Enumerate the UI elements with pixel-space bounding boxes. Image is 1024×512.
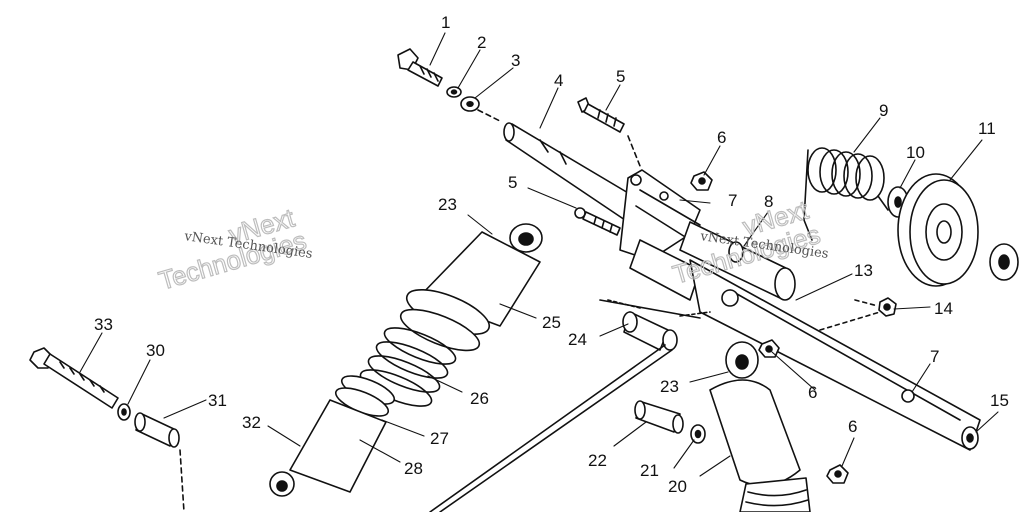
label-part-32: 32 (242, 413, 261, 432)
bearing-partial (989, 243, 1019, 281)
label-part-23-upper: 23 (438, 195, 457, 214)
label-part-8: 8 (764, 192, 773, 211)
label-part-4: 4 (554, 71, 563, 90)
part-8-pivot-tube (629, 221, 796, 301)
label-part-26: 26 (470, 389, 489, 408)
label-part-31: 31 (208, 391, 227, 410)
part-33-long-bolt (29, 347, 119, 409)
label-part-1: 1 (441, 13, 450, 32)
part-21-washer (690, 424, 706, 444)
part-13-swing-arm (689, 259, 981, 451)
label-part-21: 21 (640, 461, 659, 480)
part-6-nut-middle (758, 339, 780, 358)
label-part-20: 20 (668, 477, 687, 496)
part-14-nut (878, 297, 897, 317)
part-2-washer (446, 86, 462, 98)
part-6-nut-upper (690, 171, 713, 191)
part-5-bolt-upper (577, 97, 625, 133)
part-31-spacer (134, 412, 180, 448)
part-24-bushing (622, 311, 678, 351)
label-part-22: 22 (588, 451, 607, 470)
label-part-23-lower: 23 (660, 377, 679, 396)
label-part-6-upper: 6 (717, 128, 726, 147)
label-part-7-lower: 7 (930, 347, 939, 366)
label-part-27: 27 (430, 429, 449, 448)
part-4-shaft (503, 122, 641, 223)
part-1-bolt (397, 48, 443, 87)
part-3-washer (460, 96, 480, 112)
label-part-14: 14 (934, 299, 953, 318)
label-part-6-lower: 6 (848, 417, 857, 436)
leader-lines (79, 32, 999, 477)
arm-bracket-assembly (619, 169, 701, 261)
label-part-5-lower: 5 (508, 173, 517, 192)
connecting-rod (429, 344, 673, 512)
watermark-left: vNext Technologies vNext Technologies (155, 202, 314, 297)
part-11-idler-wheel (897, 173, 979, 287)
label-part-13: 13 (854, 261, 873, 280)
part-6-nut-lower (826, 464, 849, 484)
label-part-15: 15 (990, 391, 1009, 410)
label-part-30: 30 (146, 341, 165, 360)
part-15-end-cap (961, 426, 979, 450)
part-20-lower-shock (709, 341, 811, 512)
part-number-labels: 1 2 3 4 5 5 6 6 6 7 7 8 9 10 11 13 14 15… (94, 13, 1009, 496)
part-9-torsion-spring (803, 147, 889, 241)
label-part-24: 24 (568, 330, 587, 349)
label-part-3: 3 (511, 51, 520, 70)
label-part-11: 11 (978, 119, 996, 138)
label-part-10: 10 (906, 143, 925, 162)
label-part-28: 28 (404, 459, 423, 478)
label-part-33: 33 (94, 315, 113, 334)
part-22-bushing (634, 400, 684, 434)
label-part-5-upper: 5 (616, 67, 625, 86)
rear-shock-assembly (269, 223, 543, 497)
label-part-7-upper: 7 (728, 191, 737, 210)
part-30-washer (117, 403, 131, 421)
label-part-6-middle: 6 (808, 383, 817, 402)
part-5-bolt-lower (574, 207, 621, 236)
label-part-2: 2 (477, 33, 486, 52)
label-part-25: 25 (542, 313, 561, 332)
label-part-9: 9 (879, 101, 888, 120)
